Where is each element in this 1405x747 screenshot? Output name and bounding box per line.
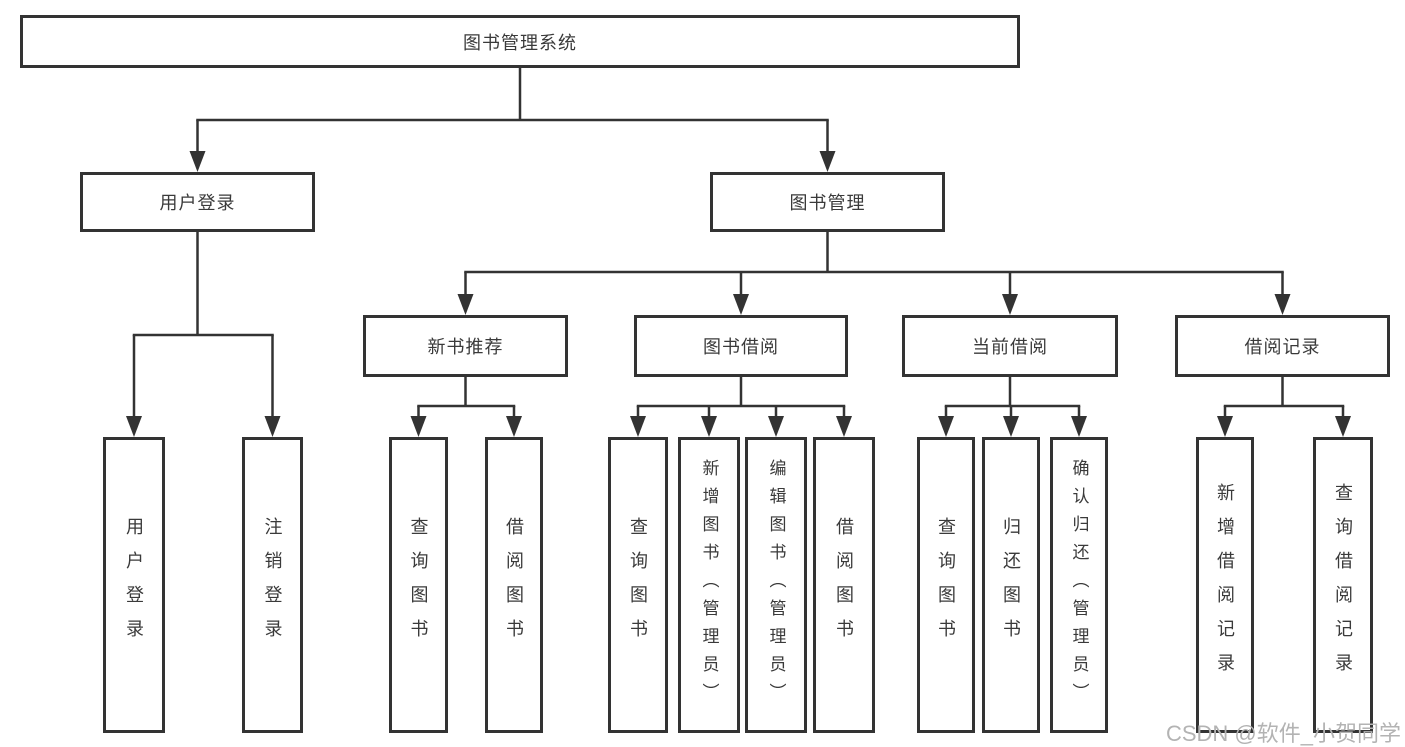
leaf-query-book-borrowing: 查询图书: [608, 437, 668, 733]
leaf-add-borrow-record: 新增借阅记录: [1196, 437, 1254, 733]
leaf-confirm-return-admin-label: 确认归还（管理员）: [1069, 459, 1089, 711]
leaf-user-login-label: 用户登录: [124, 517, 144, 653]
leaf-borrow-book-borrowing-label: 借阅图书: [834, 517, 854, 653]
node-borrowing-records-label: 借阅记录: [1244, 337, 1321, 357]
node-book-management: 图书管理: [710, 172, 945, 232]
leaf-borrow-book-recommend-label: 借阅图书: [504, 517, 524, 653]
node-new-book-recommend-label: 新书推荐: [427, 337, 504, 357]
node-root-label: 图书管理系统: [463, 32, 577, 53]
leaf-query-book-current-label: 查询图书: [936, 517, 956, 653]
leaf-return-book: 归还图书: [982, 437, 1040, 733]
leaf-edit-book-admin: 编辑图书（管理员）: [745, 437, 807, 733]
watermark: CSDN @软件_小贺同学: [1165, 721, 1401, 746]
leaf-add-book-admin: 新增图书（管理员）: [678, 437, 740, 733]
leaf-borrow-book-recommend: 借阅图书: [485, 437, 543, 733]
leaf-edit-book-admin-label: 编辑图书（管理员）: [766, 459, 786, 711]
node-book-borrowing-label: 图书借阅: [703, 337, 779, 357]
node-book-borrowing: 图书借阅: [634, 315, 848, 377]
leaf-query-borrow-record: 查询借阅记录: [1313, 437, 1373, 733]
node-current-borrowing-label: 当前借阅: [972, 337, 1048, 357]
leaf-query-book-current: 查询图书: [917, 437, 975, 733]
node-new-book-recommend: 新书推荐: [363, 315, 568, 377]
node-user-login-label: 用户登录: [159, 193, 236, 213]
leaf-query-book-borrowing-label: 查询图书: [628, 517, 648, 653]
leaf-user-login: 用户登录: [103, 437, 165, 733]
node-borrowing-records: 借阅记录: [1175, 315, 1390, 377]
leaf-confirm-return-admin: 确认归还（管理员）: [1050, 437, 1108, 733]
node-current-borrowing: 当前借阅: [902, 315, 1118, 377]
node-book-management-label: 图书管理: [789, 193, 866, 213]
leaf-query-book-recommend: 查询图书: [389, 437, 448, 733]
leaf-add-borrow-record-label: 新增借阅记录: [1215, 483, 1235, 687]
leaf-query-borrow-record-label: 查询借阅记录: [1333, 483, 1353, 687]
node-root: 图书管理系统: [20, 15, 1020, 68]
leaf-return-book-label: 归还图书: [1001, 517, 1021, 653]
leaf-add-book-admin-label: 新增图书（管理员）: [699, 459, 719, 711]
leaf-logout-label: 注销登录: [262, 517, 283, 653]
leaf-borrow-book-borrowing: 借阅图书: [813, 437, 875, 733]
node-user-login: 用户登录: [80, 172, 315, 232]
leaf-logout: 注销登录: [242, 437, 303, 733]
leaf-query-book-recommend-label: 查询图书: [408, 517, 429, 653]
